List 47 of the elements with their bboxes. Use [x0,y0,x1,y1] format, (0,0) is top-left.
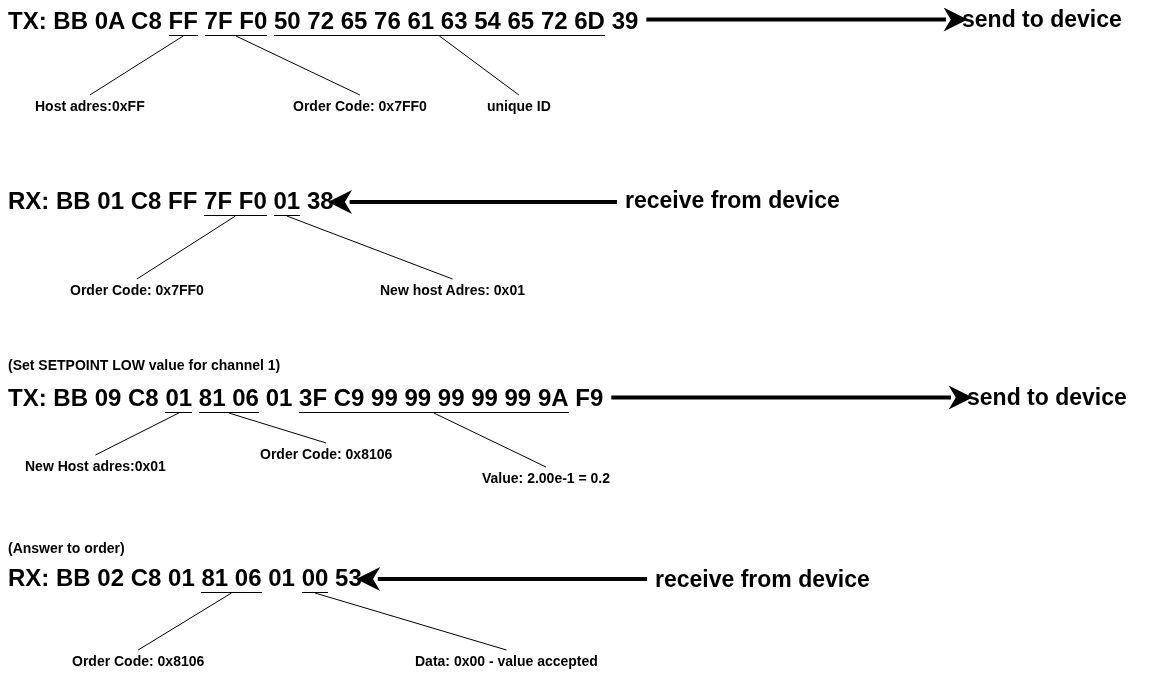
leader-line [433,412,547,468]
hex-bytes: 39 [611,8,639,36]
leader-line [136,215,236,280]
field-label: New host Adres: 0x01 [380,282,525,298]
direction-label: receive from device [625,187,840,214]
direction-label: receive from device [655,566,870,593]
field-label: New Host adres:0x01 [25,458,166,474]
underlined-hex-bytes: 01 [165,385,193,413]
arrow [356,567,647,591]
hex-bytes: 01 [268,565,295,593]
leader-line [286,215,453,280]
hex-bytes: 01 [265,385,293,413]
hex-bytes: TX: BB 0A C8 [8,8,162,36]
hex-bytes: TX: BB 09 C8 [8,385,159,413]
field-label: Value: 2.00e-1 = 0.2 [482,470,611,486]
underlined-hex-bytes: 50 72 65 76 61 63 54 65 72 6D [273,8,605,36]
caption-text: (Set SETPOINT LOW value for channel 1) [8,357,281,373]
leader-line [314,592,507,651]
field-label: unique ID [487,98,551,114]
underlined-hex-bytes: 7F F0 [204,188,267,216]
underlined-hex-bytes: 00 [301,565,329,593]
underlined-hex-bytes: 81 06 [198,385,259,413]
underlined-hex-bytes: FF [168,8,198,36]
leader-line [137,592,232,651]
field-label: Order Code: 0x8106 [72,653,205,669]
hex-bytes: 38 [306,188,334,216]
leader-line [89,35,184,96]
hex-bytes: RX: BB 01 C8 FF [8,188,198,216]
leader-line [94,412,180,456]
field-label: Data: 0x00 - value accepted [415,653,598,669]
hex-bytes: F9 [575,385,604,413]
hex-bytes: RX: BB 02 C8 01 [8,565,195,593]
leader-line [228,412,327,444]
field-label: Order Code: 0x7FF0 [293,98,427,114]
underlined-hex-bytes: 7F F0 [204,8,268,36]
direction-label: send to device [967,384,1127,411]
hex-bytes: 53 [335,565,362,593]
field-label: Order Code: 0x7FF0 [70,282,204,298]
field-label: Order Code: 0x8106 [260,446,393,462]
underlined-hex-bytes: 01 [273,188,301,216]
underlined-hex-bytes: 3F C9 99 99 99 99 99 9A [299,385,569,413]
leader-line [438,35,520,96]
caption-text: (Answer to order) [8,540,125,556]
field-label: Host adres:0xFF [35,98,145,114]
leader-line [235,35,361,96]
direction-label: send to device [962,6,1122,33]
underlined-hex-bytes: 81 06 [201,565,262,593]
